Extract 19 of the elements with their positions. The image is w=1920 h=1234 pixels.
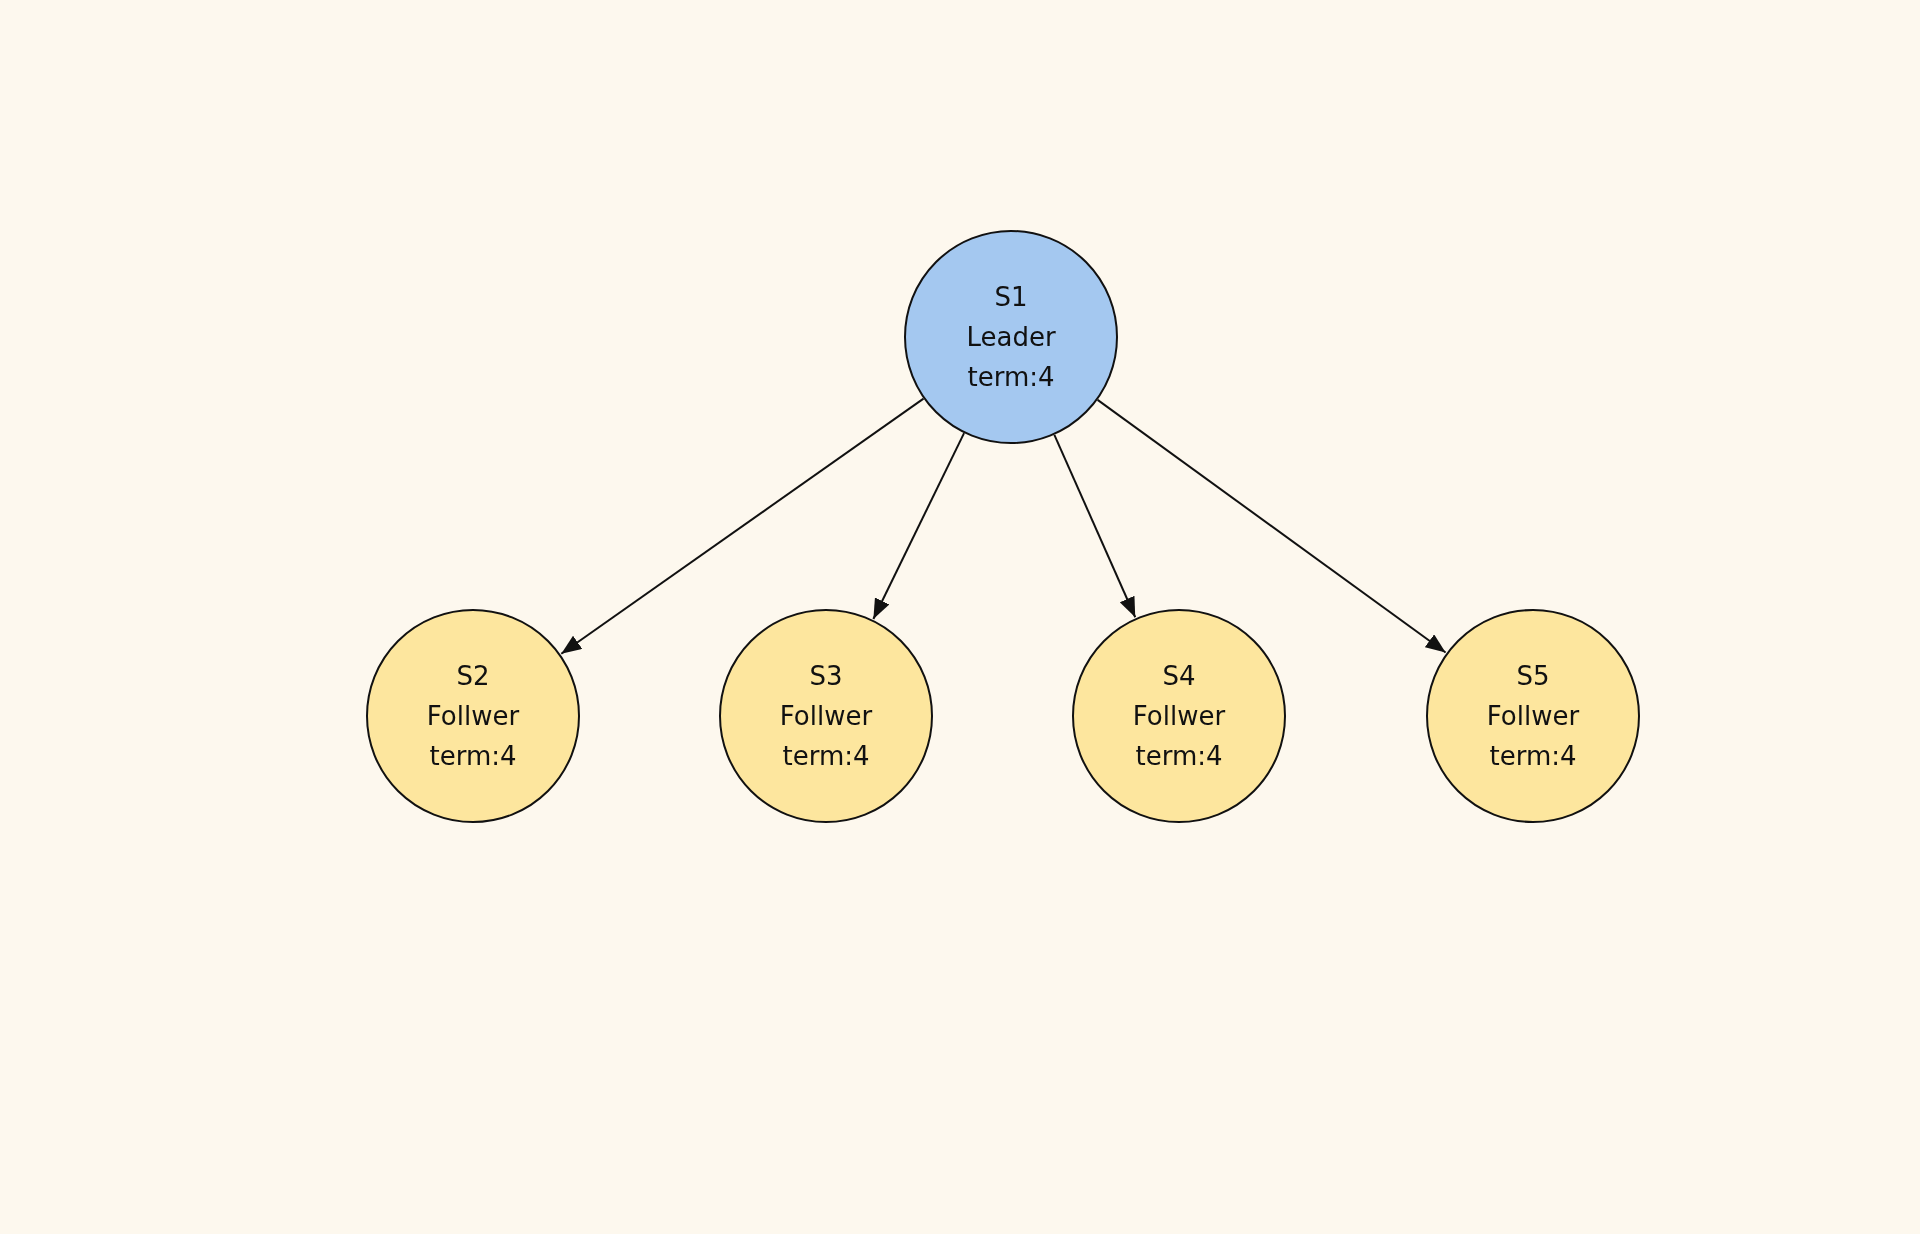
node-label: term:4	[429, 740, 517, 773]
node-label: S3	[809, 660, 843, 693]
node-label: Follwer	[1486, 700, 1580, 733]
node-label: S4	[1162, 660, 1196, 693]
node-label: Leader	[966, 321, 1056, 354]
node-label: Follwer	[426, 700, 520, 733]
arrow	[1053, 433, 1137, 619]
arrow	[1096, 398, 1447, 654]
arrow	[872, 432, 966, 620]
node-label: S2	[456, 660, 490, 693]
node-label: S5	[1516, 660, 1550, 693]
node-label: term:4	[1135, 740, 1223, 773]
node-label: Follwer	[779, 700, 873, 733]
node-label: term:4	[782, 740, 870, 773]
arrow	[560, 397, 925, 655]
node-label: Follwer	[1132, 700, 1226, 733]
node-label: term:4	[967, 361, 1055, 394]
node-label: term:4	[1489, 740, 1577, 773]
node-label: S1	[994, 281, 1028, 314]
